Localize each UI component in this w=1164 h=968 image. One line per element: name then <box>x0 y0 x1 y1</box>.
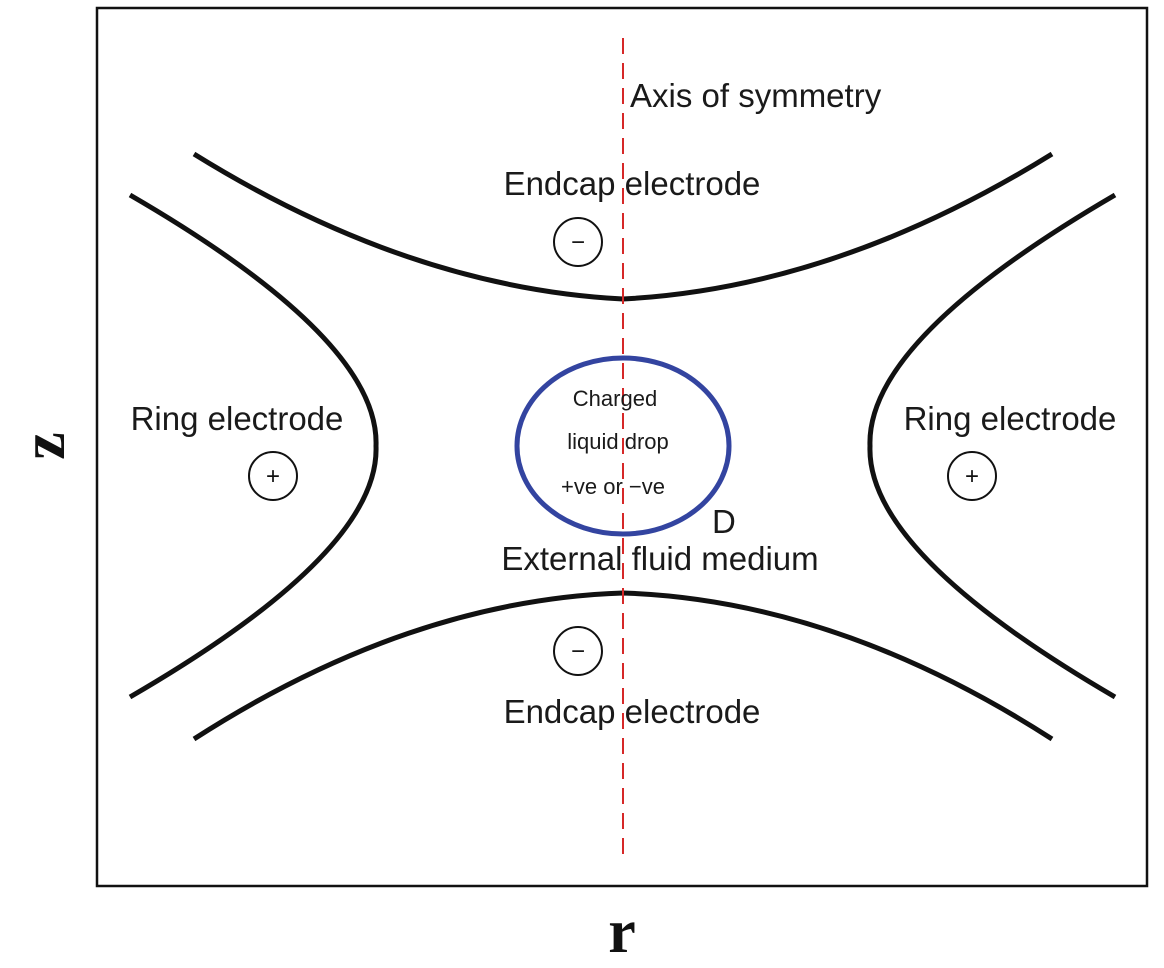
ring-electrode-right-label: Ring electrode <box>904 400 1117 437</box>
external-fluid-medium-label: External fluid medium <box>501 540 818 577</box>
charge-sign-endcap-bottom: − <box>571 638 585 665</box>
diagram-frame <box>95 6 1149 888</box>
drop-label-line1: Charged <box>573 386 657 411</box>
drop-label-line2: liquid drop <box>567 429 669 454</box>
charge-sign-ring-left: + <box>266 463 280 490</box>
ring-electrode-left-label: Ring electrode <box>131 400 344 437</box>
axis-r-label: r <box>608 898 636 966</box>
endcap-electrode-top-label: Endcap electrode <box>504 165 761 202</box>
ring-electrode-right <box>867 192 1117 700</box>
charge-sign-endcap-top: − <box>571 229 585 256</box>
charge-sign-ring-right: + <box>965 463 979 490</box>
drop-diameter-label: D <box>712 503 736 540</box>
endcap-electrode-bottom-label: Endcap electrode <box>504 693 761 730</box>
charge-circle-endcap-bottom <box>553 626 603 676</box>
axis-of-symmetry-label: Axis of symmetry <box>630 77 882 114</box>
drop-label-line3: +ve or −ve <box>561 474 665 499</box>
ring-electrode-left <box>128 192 379 700</box>
charge-circle-ring-left <box>248 451 298 501</box>
charge-circle-endcap-top <box>553 217 603 267</box>
axis-z-label: z <box>10 432 78 460</box>
charge-circle-ring-right <box>947 451 997 501</box>
charged-liquid-drop <box>514 355 732 537</box>
